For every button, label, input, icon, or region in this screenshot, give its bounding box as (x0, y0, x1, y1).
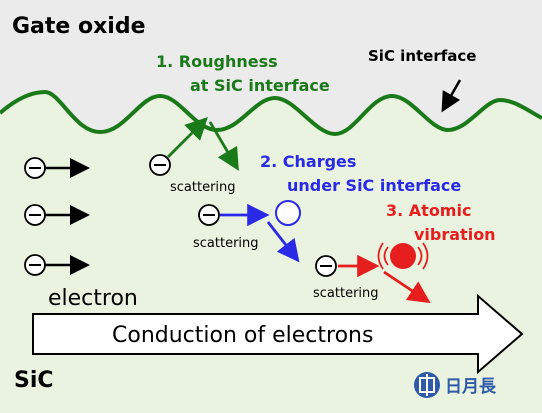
scattering-label: scattering (193, 236, 259, 251)
vibrating-atom-icon (390, 243, 416, 269)
charges-scattering: scattering (193, 200, 301, 263)
charges-title: 2. Charges (260, 152, 356, 171)
vibration-mark-right-outer (422, 242, 429, 270)
sic-region (0, 92, 542, 413)
atomic-scattering: scattering (313, 242, 431, 304)
electron-row-2 (24, 204, 90, 226)
interface-charge-icon (275, 200, 301, 226)
sic-interface-line (0, 89, 542, 137)
logo-text: 日月長 (445, 377, 497, 397)
electron-row-3 (24, 254, 90, 276)
roughness-scattering: scattering (149, 117, 239, 195)
scattering-label: scattering (313, 286, 379, 301)
sic-interface-label: SiC interface (368, 47, 476, 65)
scattered-arrow (266, 221, 300, 263)
scattered-arrow (383, 270, 431, 304)
incident-arrow (167, 117, 208, 158)
electron-row-1 (24, 157, 90, 179)
atomic-subtitle: vibration (414, 225, 496, 244)
atomic-title: 3. Atomic (386, 201, 471, 220)
roughness-title: 1. Roughness (156, 52, 278, 71)
conduction-label: Conduction of electrons (112, 323, 373, 348)
roughness-subtitle: at SiC interface (190, 76, 330, 95)
charges-subtitle: under SiC interface (287, 176, 461, 195)
conduction-arrow (32, 293, 524, 375)
gate-oxide-label: Gate oxide (12, 14, 146, 39)
vibration-mark-left-inner (383, 246, 389, 266)
scattering-label: scattering (170, 180, 236, 195)
sic-interface-pointer-arrow (441, 79, 462, 113)
vibration-mark-left-outer (377, 242, 384, 270)
watermark-logo: 日月長 (414, 372, 497, 398)
vibration-mark-right-inner (417, 246, 423, 266)
sic-label: SiC (14, 368, 54, 393)
scattered-arrow (208, 121, 239, 171)
electron-label: electron (48, 286, 138, 311)
